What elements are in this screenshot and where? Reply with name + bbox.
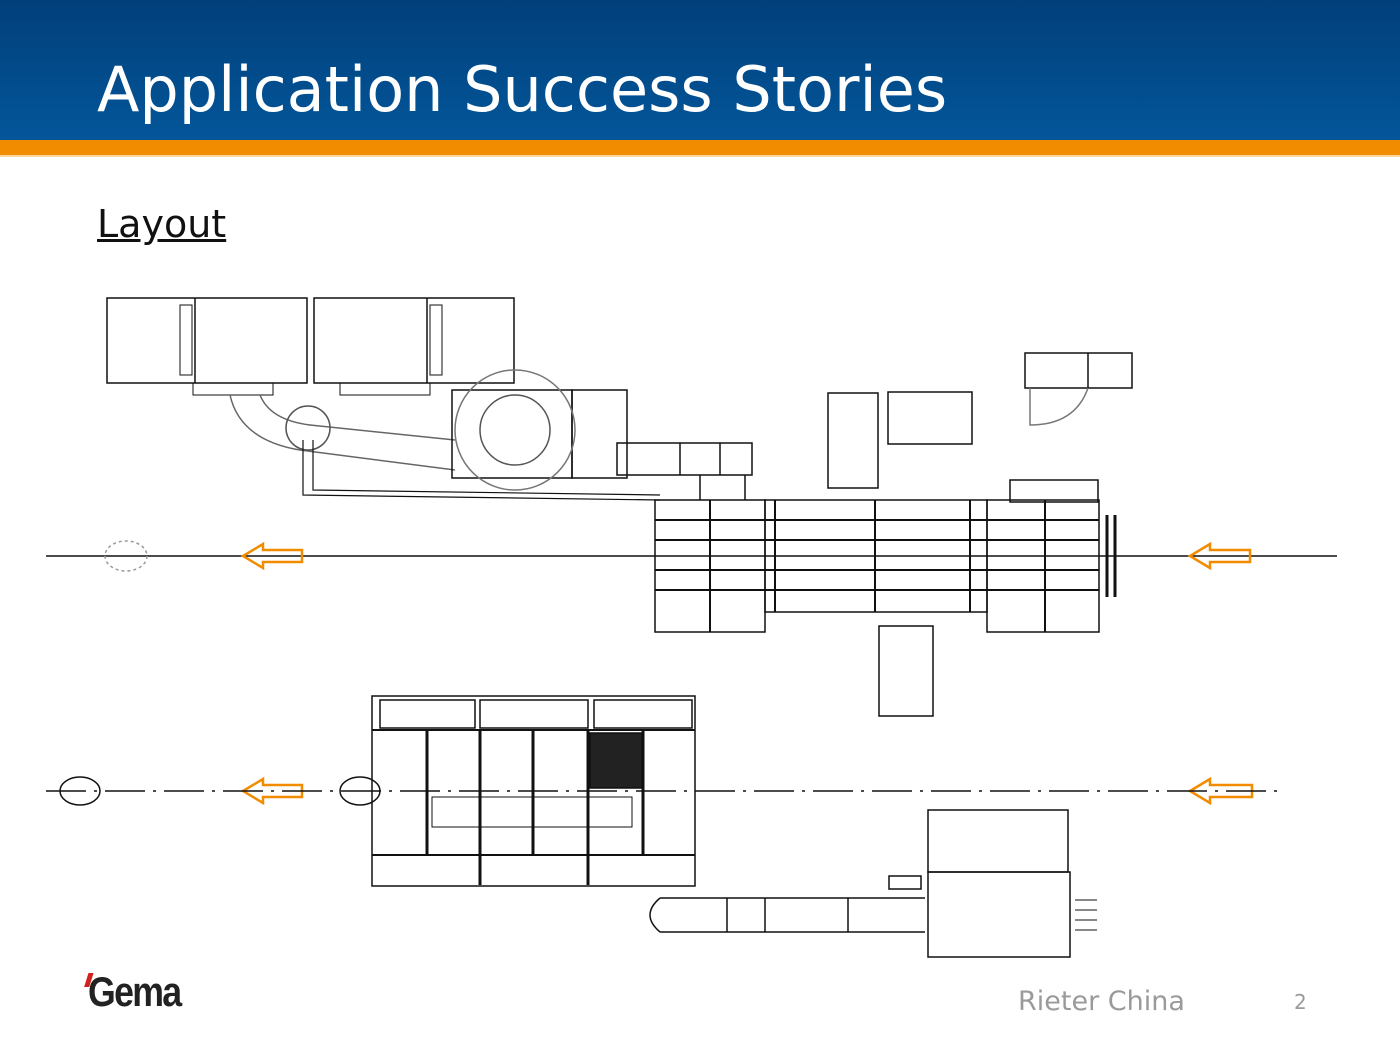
- page-number: 2: [1294, 990, 1307, 1014]
- footer-company: Rieter China: [1018, 986, 1185, 1017]
- section-heading: Layout: [97, 202, 227, 246]
- slide-title: Application Success Stories: [97, 53, 948, 126]
- layout-drawing: [46, 297, 1337, 958]
- header-banner: [0, 0, 1400, 140]
- accent-stripe: [0, 140, 1400, 157]
- gema-logo: Gema: [88, 968, 182, 1015]
